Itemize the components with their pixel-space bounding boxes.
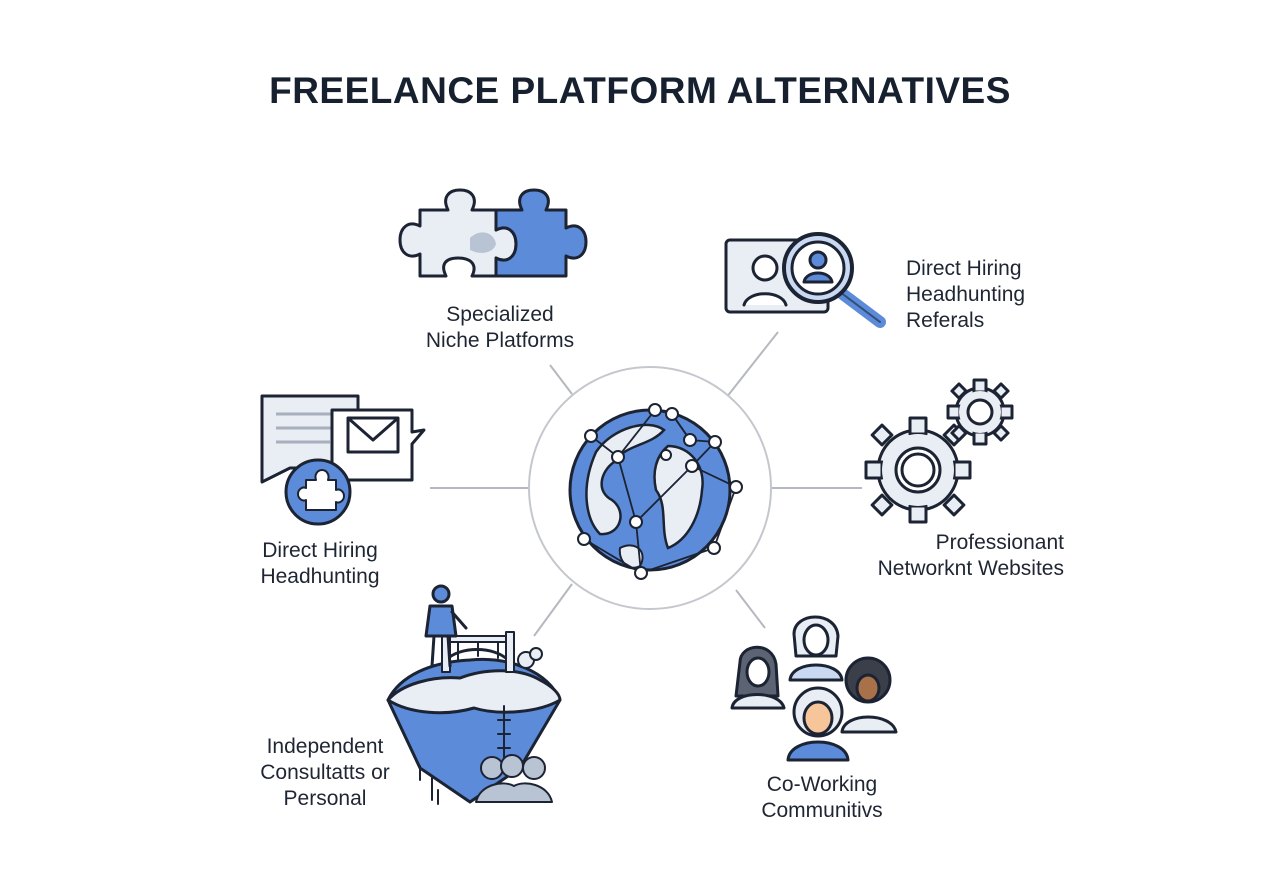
- page-title: FREELANCE PLATFORM ALTERNATIVES: [269, 70, 1011, 111]
- node-label-line: Headhunting: [260, 565, 380, 588]
- node-label-line: Consultatts or: [260, 761, 390, 784]
- node-label-line: Independent: [266, 735, 384, 758]
- node-label-line: Referals: [906, 309, 985, 332]
- node-label-line: Networknt Websites: [877, 557, 1064, 580]
- profile-search-icon: [724, 232, 886, 328]
- node-label-line: Direct Hiring: [906, 257, 1022, 280]
- node-label-mid-right: Professionant Networknt Websites: [850, 530, 1064, 582]
- gears-icon: [864, 378, 1014, 524]
- node-label-top-left: Specialized Niche Platforms: [398, 302, 602, 354]
- connector-top-left: [549, 364, 573, 395]
- node-label-line: Niche Platforms: [425, 329, 575, 352]
- node-label-line: Professionant: [935, 531, 1064, 554]
- connector-bottom-right: [735, 589, 766, 629]
- node-label-bottom-left: Independent Consultatts or Personal: [240, 734, 410, 812]
- person-bridge-island-icon: [386, 584, 562, 805]
- connector-top-right: [725, 331, 779, 399]
- node-label-line: Specialized: [446, 303, 554, 326]
- node-label-line: Direct Hiring: [262, 539, 378, 562]
- puzzle-pieces-icon: [398, 188, 588, 278]
- globe-network-icon: [528, 366, 772, 610]
- node-label-top-right: Direct Hiring Headhunting Referals: [906, 256, 1086, 334]
- node-label-mid-left: Direct Hiring Headhunting: [232, 538, 408, 590]
- people-group-icon: [730, 615, 898, 762]
- node-label-line: Communitivs: [761, 799, 883, 822]
- node-label-line: Personal: [283, 787, 367, 810]
- node-label-line: Headhunting: [906, 283, 1026, 306]
- message-mail-icon: [260, 394, 426, 526]
- node-label-line: Co-Working: [766, 773, 878, 796]
- node-label-bottom-right: Co-Working Communitivs: [730, 772, 914, 824]
- connectors: [430, 331, 862, 637]
- connector-bottom-left: [533, 583, 573, 637]
